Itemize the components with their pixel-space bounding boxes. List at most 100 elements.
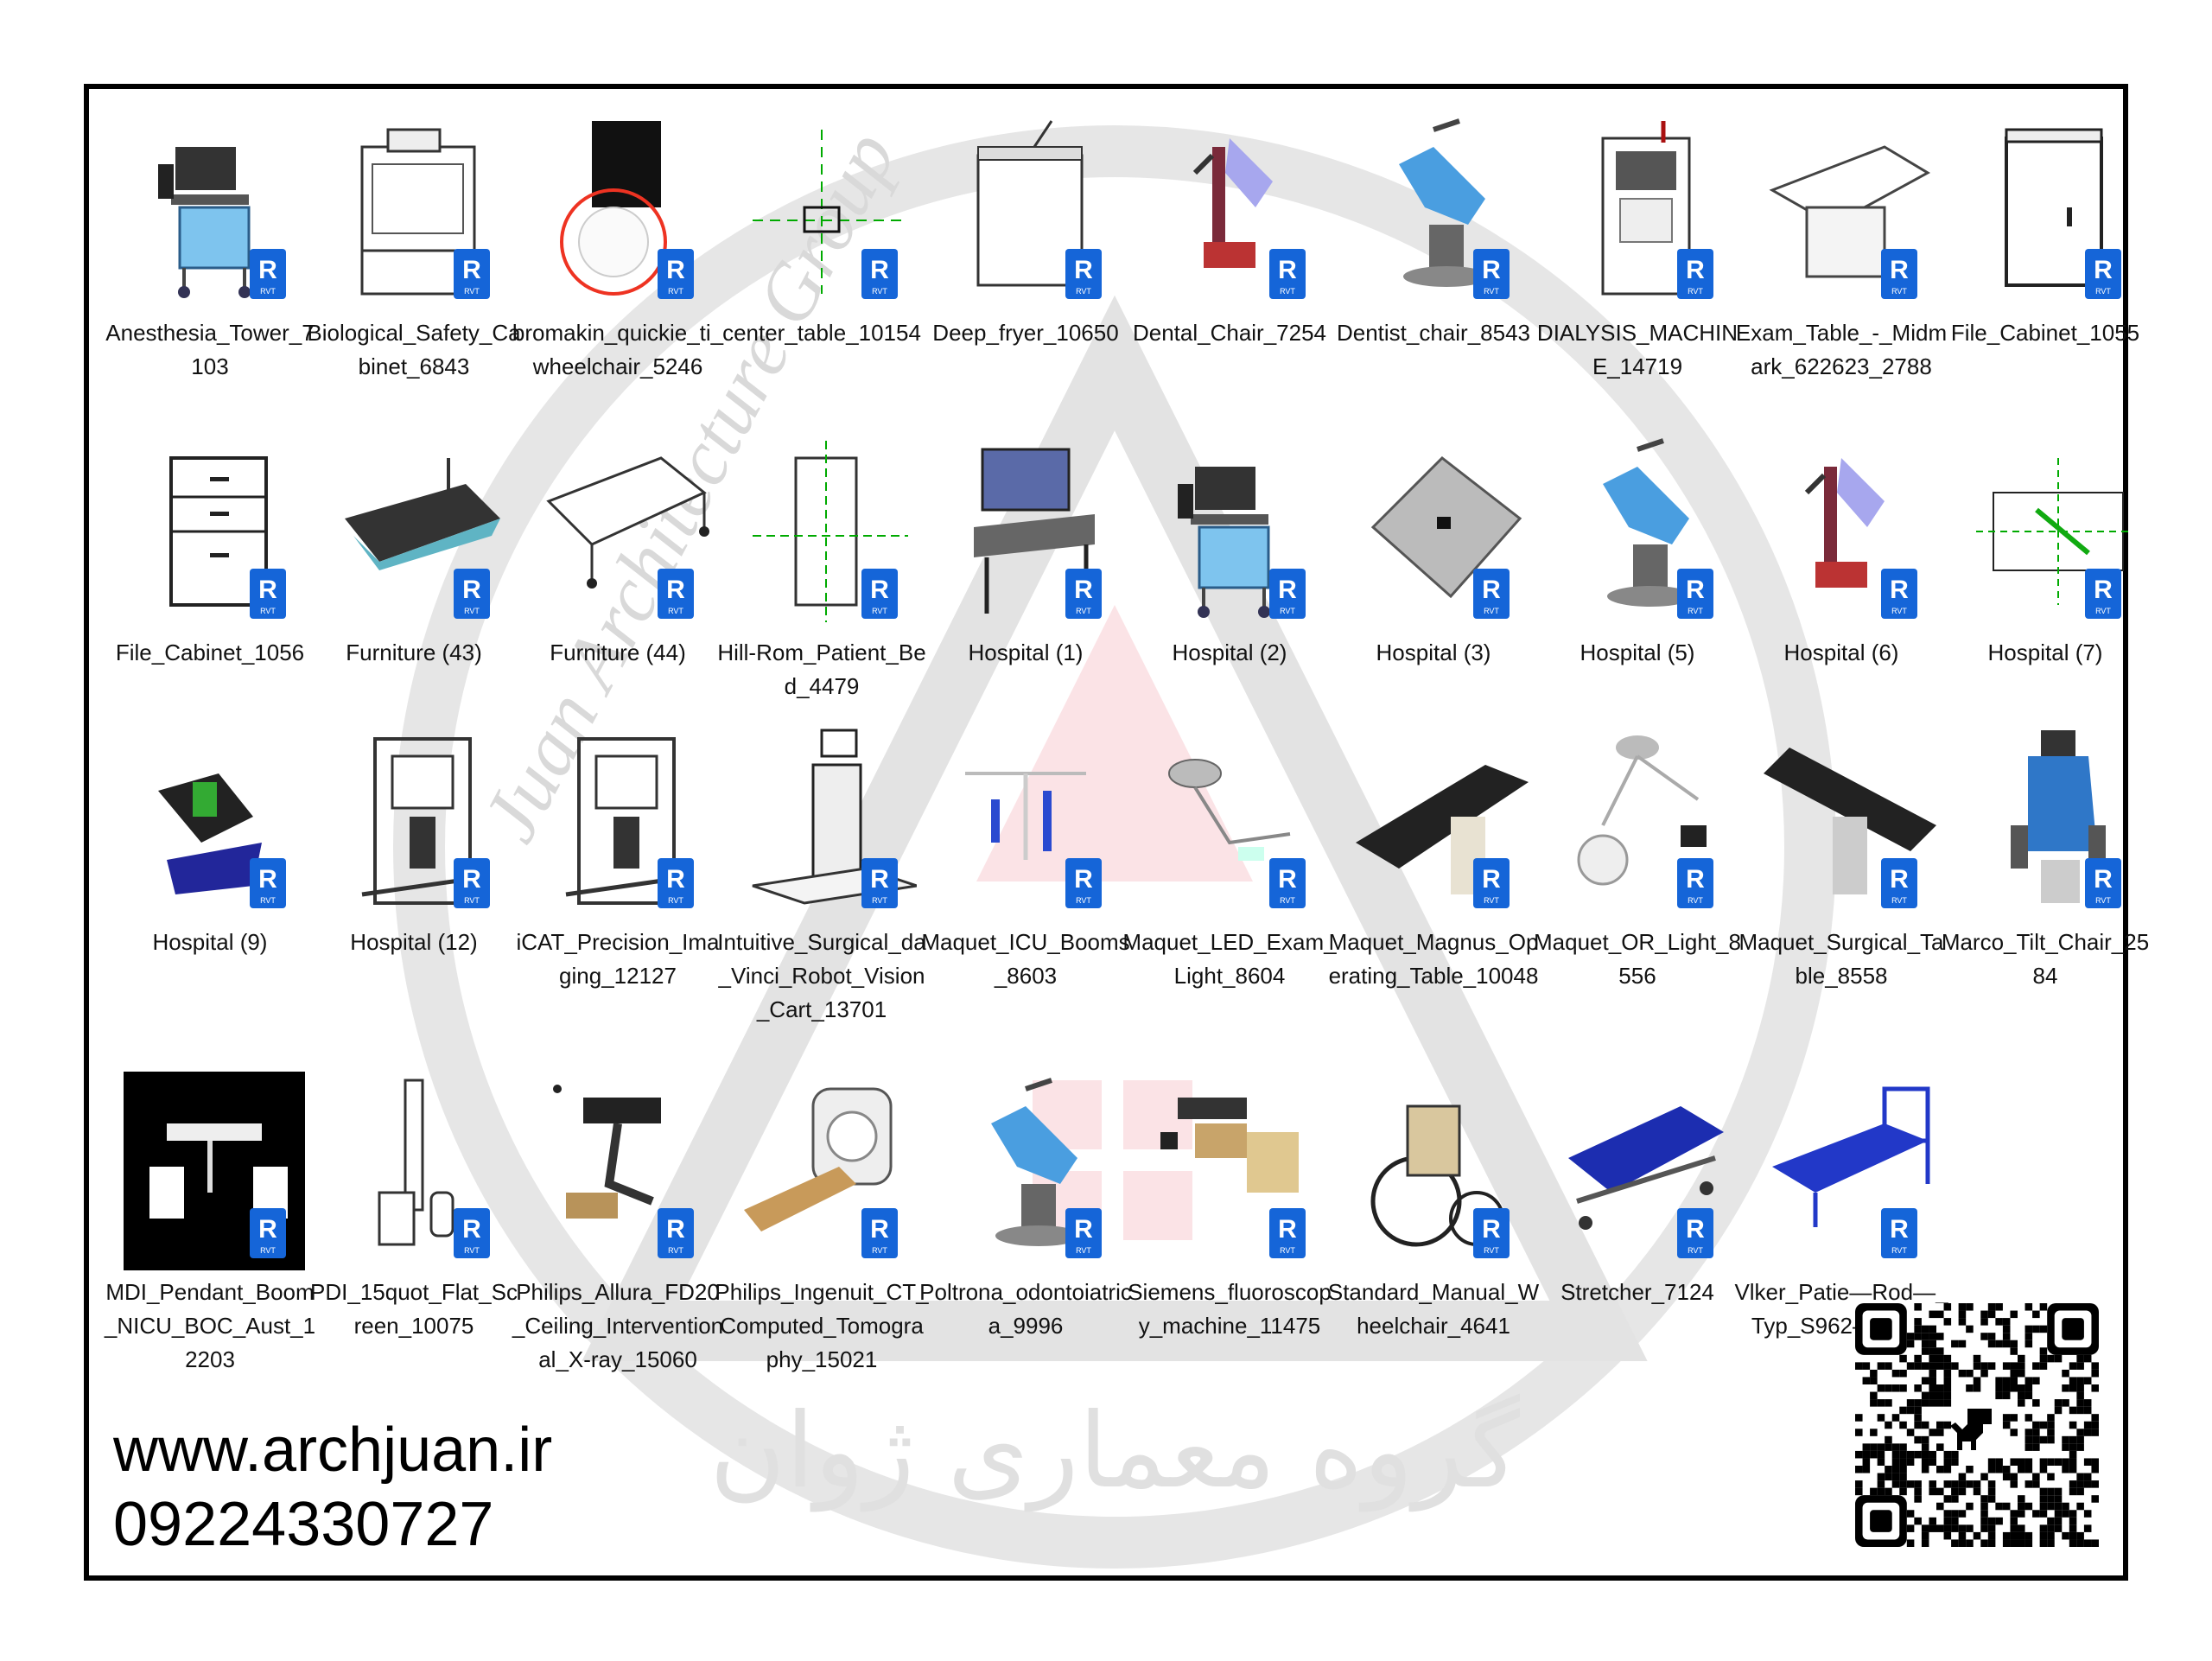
file-name: Philips_Allura_FD20_Ceiling_Intervention… xyxy=(512,1279,724,1372)
file-name: Hospital (9) xyxy=(152,929,268,955)
svg-text:RVT: RVT xyxy=(668,607,683,615)
file-name: iCAT_Precision_Imaging_12127 xyxy=(516,929,720,989)
svg-text:RVT: RVT xyxy=(260,1246,276,1255)
svg-text:R: R xyxy=(1278,256,1297,284)
phone-text: 09224330727 xyxy=(113,1490,494,1559)
svg-text:RVT: RVT xyxy=(1280,287,1295,296)
svg-text:R: R xyxy=(462,865,481,894)
file-thumbnail xyxy=(1755,1072,1936,1270)
file-name: DIALYSIS_MACHINE_14719 xyxy=(1536,320,1738,379)
svg-text:R: R xyxy=(462,256,481,284)
svg-text:R: R xyxy=(1686,256,1705,284)
file-name: Hill-Rom_Patient_Bed_4479 xyxy=(717,640,926,699)
file-name: Hospital (5) xyxy=(1580,640,1695,665)
file-name: Marco_Tilt_Chair_2584 xyxy=(1941,929,2150,989)
file-thumbnail xyxy=(735,432,917,631)
file-name: PDI_15quot_Flat_Screen_10075 xyxy=(310,1279,518,1339)
svg-text:R: R xyxy=(258,1215,277,1244)
svg-text:R: R xyxy=(258,576,277,604)
file-name: Maquet_LED_Exam_Light_8604 xyxy=(1122,929,1337,989)
svg-text:RVT: RVT xyxy=(1484,607,1499,615)
file-name: Maquet_Magnus_Operating_Table_10048 xyxy=(1328,929,1539,989)
svg-text:RVT: RVT xyxy=(1280,896,1295,905)
file-name: Furniture (44) xyxy=(550,640,686,665)
svg-text:R: R xyxy=(258,865,277,894)
svg-text:R: R xyxy=(2094,576,2113,604)
svg-text:R: R xyxy=(1482,576,1501,604)
svg-text:R: R xyxy=(1686,576,1705,604)
svg-text:R: R xyxy=(1278,865,1297,894)
revit-file-icon: R RVT xyxy=(1473,569,1510,619)
svg-text:RVT: RVT xyxy=(260,896,276,905)
file-thumbnail xyxy=(124,1072,305,1270)
svg-text:RVT: RVT xyxy=(464,287,480,296)
svg-text:R: R xyxy=(870,865,889,894)
file-name: Hospital (7) xyxy=(1987,640,2103,665)
file-thumbnail xyxy=(1959,432,2140,631)
svg-text:R: R xyxy=(1074,1215,1093,1244)
svg-text:R: R xyxy=(462,576,481,604)
file-name: Maquet_Surgical_Table_8558 xyxy=(1738,929,1944,989)
svg-text:R: R xyxy=(1890,256,1909,284)
svg-text:R: R xyxy=(870,1215,889,1244)
file-name: Maquet_ICU_Booms_8603 xyxy=(921,929,1130,989)
svg-text:RVT: RVT xyxy=(1484,1246,1499,1255)
file-name: File_Cabinet_1055 xyxy=(1950,320,2140,346)
svg-text:RVT: RVT xyxy=(1076,1246,1091,1255)
dinosaur-icon xyxy=(1950,1409,1992,1450)
file-thumbnail xyxy=(1755,722,1936,920)
svg-text:RVT: RVT xyxy=(464,607,480,615)
svg-text:RVT: RVT xyxy=(464,1246,480,1255)
file-name: Biological_Safety_Cabinet_6843 xyxy=(307,320,521,379)
svg-text:RVT: RVT xyxy=(1484,896,1499,905)
svg-text:RVT: RVT xyxy=(668,896,683,905)
svg-text:RVT: RVT xyxy=(1891,287,1907,296)
revit-file-icon: R RVT xyxy=(2085,569,2121,619)
file-name: Dentist_chair_8543 xyxy=(1336,320,1531,346)
file-thumbnail xyxy=(327,722,509,920)
svg-text:R: R xyxy=(870,256,889,284)
svg-text:RVT: RVT xyxy=(668,1246,683,1255)
file-name: Poltrona_odontoiatrica_9996 xyxy=(919,1279,1132,1339)
file-name: Hospital (2) xyxy=(1172,640,1287,665)
file-thumbnail xyxy=(1143,722,1325,920)
file-thumbnail xyxy=(1551,112,1732,311)
file-name: Exam_Table_-_Midmark_622623_2788 xyxy=(1735,320,1948,379)
svg-text:RVT: RVT xyxy=(1280,1246,1295,1255)
svg-text:RVT: RVT xyxy=(2095,607,2111,615)
svg-text:R: R xyxy=(1278,576,1297,604)
svg-text:R: R xyxy=(1074,256,1093,284)
svg-text:R: R xyxy=(258,256,277,284)
svg-text:R: R xyxy=(1686,1215,1705,1244)
file-name: Dental_Chair_7254 xyxy=(1132,320,1327,346)
file-thumbnail xyxy=(327,432,509,631)
file-thumbnail xyxy=(1347,112,1529,311)
svg-text:RVT: RVT xyxy=(260,287,276,296)
file-name: Hospital (6) xyxy=(1783,640,1899,665)
svg-text:R: R xyxy=(1890,865,1909,894)
file-thumbnail xyxy=(735,112,917,311)
file-name: Siemens_fluoroscopy_machine_11475 xyxy=(1128,1279,1332,1339)
revit-file-icon: R RVT xyxy=(1065,1208,1102,1258)
file-thumbnail xyxy=(531,722,713,920)
svg-text:R: R xyxy=(2094,865,2113,894)
file-name: Hospital (12) xyxy=(350,929,478,955)
contact-block: www.archjuan.ir 09224330727 xyxy=(113,1416,552,1559)
revit-file-icon: R RVT xyxy=(1269,249,1306,299)
